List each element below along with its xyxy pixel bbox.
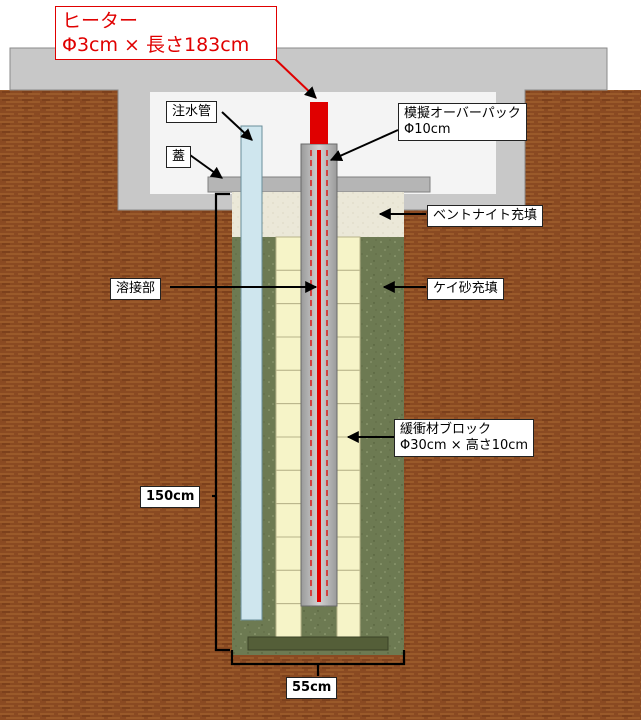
overpack-label: 模擬オーバーパック Φ10cm: [398, 103, 527, 141]
lid-label: 蓋: [166, 146, 192, 168]
overpack-label-line2: Φ10cm: [404, 122, 451, 137]
buffer-block-left: [275, 603, 302, 638]
buffer-block-left: [275, 369, 302, 405]
buffer-block-right: [336, 303, 361, 338]
buffer-block-label: 緩衝材ブロック Φ30cm × 高さ10cm: [394, 419, 535, 457]
heater-rod: [317, 150, 321, 602]
buffer-block-right: [336, 603, 361, 638]
buffer-block-left: [275, 503, 302, 538]
bentonite-fill-label: ベントナイト充填: [427, 205, 544, 227]
buffer-block-right: [336, 536, 361, 571]
buffer-block-label-line2: Φ30cm × 高さ10cm: [400, 438, 529, 453]
weld-label: 溶接部: [110, 278, 162, 300]
buffer-block-right: [336, 436, 361, 471]
buffer-block-left: [275, 303, 302, 338]
buffer-block-label-line1: 緩衝材ブロック: [400, 422, 492, 437]
water-pipe: [240, 125, 263, 621]
overpack-label-line1: 模擬オーバーパック: [404, 106, 521, 121]
water-pipe-leader: [221, 111, 253, 141]
depth-dimension-label: 150cm: [140, 486, 201, 508]
buffer-block-left: [275, 236, 302, 271]
buffer-block-right: [336, 336, 361, 371]
heater-label-line2: Φ3cm × 長さ183cm: [62, 34, 250, 56]
buffer-block-left: [275, 336, 302, 371]
buffer-block-left: [275, 536, 302, 571]
width-dimension-label: 55cm: [286, 677, 338, 699]
buffer-block-right: [336, 236, 361, 271]
overpack-leader: [329, 129, 399, 162]
buffer-block-left: [275, 436, 302, 471]
heater-label-line1: ヒーター: [62, 10, 139, 32]
buffer-block-right: [336, 569, 361, 605]
buffer-block-left: [275, 469, 302, 505]
depth-bracket: [214, 192, 230, 652]
buffer-block-left: [275, 569, 302, 605]
heater-leader: [273, 57, 317, 99]
water-pipe-label: 注水管: [166, 101, 218, 123]
buffer-blocks: [275, 236, 361, 638]
base-plate: [247, 636, 389, 651]
buffer-block-left: [275, 403, 302, 438]
heater-top: [310, 102, 328, 144]
lid-leader: [189, 154, 223, 179]
buffer-block-right: [336, 369, 361, 405]
buffer-block-right: [336, 403, 361, 438]
buffer-block-right: [336, 269, 361, 305]
heater-label: ヒーター Φ3cm × 長さ183cm: [55, 6, 277, 60]
buffer-block-right: [336, 503, 361, 538]
silica-sand-fill-label: ケイ砂充填: [427, 278, 504, 300]
buffer-block-right: [336, 469, 361, 505]
